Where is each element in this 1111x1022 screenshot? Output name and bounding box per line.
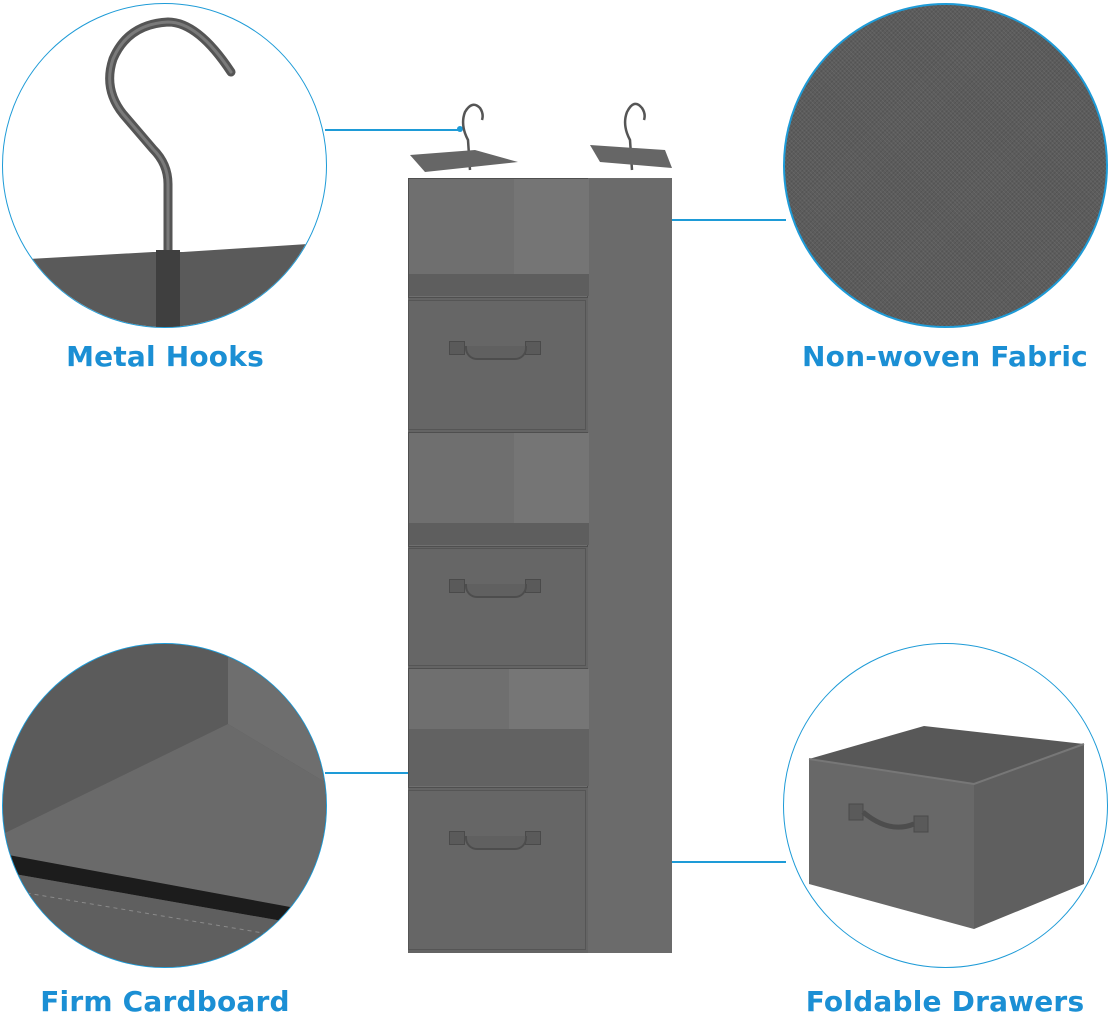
hanging-organizer-product <box>400 90 680 960</box>
non-woven-fabric-detail-circle <box>783 3 1108 328</box>
metal-hooks-detail-circle <box>2 3 327 328</box>
connector-line-foldable-drawers <box>578 861 786 863</box>
feature-label-foldable-drawers: Foldable Drawers <box>805 985 1085 1018</box>
open-shelf-2 <box>408 432 589 547</box>
drawer-1[interactable] <box>408 300 586 430</box>
metal-hook-icon <box>3 17 326 327</box>
open-shelf-1 <box>408 178 589 298</box>
cardboard-shelf-illustration <box>3 644 326 967</box>
connector-dot-metal-hooks <box>457 126 463 132</box>
firm-cardboard-detail-circle <box>2 643 327 968</box>
drawer-handle-icon <box>465 836 527 850</box>
organizer-side-panel <box>586 178 672 953</box>
drawer-handle-icon <box>465 346 527 360</box>
drawer-2[interactable] <box>408 548 586 666</box>
drawer-handle-icon <box>465 584 527 598</box>
connector-line-metal-hooks <box>325 129 460 131</box>
connector-line-firm-cardboard <box>325 772 460 774</box>
drawer-3[interactable] <box>408 790 586 950</box>
foldable-drawer-illustration <box>808 726 1085 929</box>
connector-line-non-woven-fabric <box>666 219 786 221</box>
foldable-drawers-detail-circle <box>783 643 1108 968</box>
hanging-hooks-icon <box>410 102 672 172</box>
feature-label-firm-cardboard: Firm Cardboard <box>40 985 290 1018</box>
feature-label-metal-hooks: Metal Hooks <box>66 340 264 373</box>
open-shelf-3 <box>408 668 589 788</box>
feature-label-non-woven-fabric: Non-woven Fabric <box>802 340 1088 373</box>
